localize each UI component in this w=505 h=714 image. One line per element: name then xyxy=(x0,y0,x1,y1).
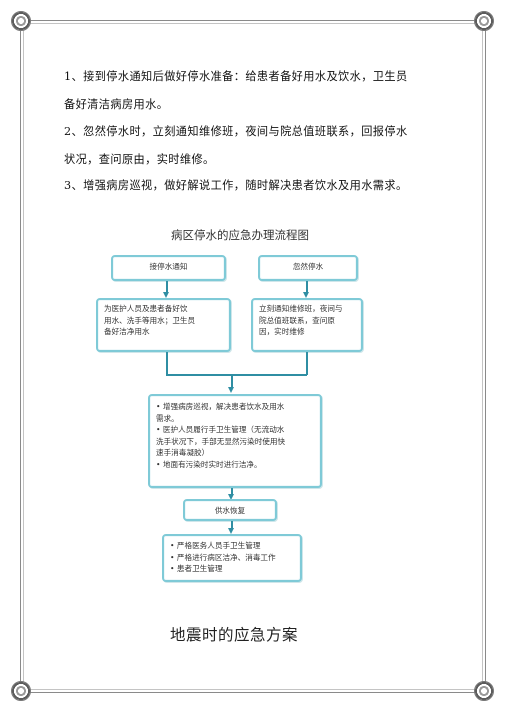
flow-box-prepare: 为医护人员及患者备好饮 用水、洗手等用水；卫生员 备好洁净用水 xyxy=(96,298,231,352)
flow-box-repair: 立刻通知维修班，夜间与 院总值班联系，查问原 因，实时维修 xyxy=(251,298,363,352)
body-line-1: 1、接到停水通知后做好停水准备：给患者备好用水及饮水，卫生员 xyxy=(64,70,408,83)
flow-box-notice: 接停水通知 xyxy=(111,255,226,281)
flow-text: 速手消毒凝胶） xyxy=(156,448,210,457)
connector-line xyxy=(231,375,233,388)
flow-text: 因，实时维修 xyxy=(259,327,305,336)
connector-line xyxy=(166,374,307,376)
flow-text: • 严格进行病区洁净、消毒工作 xyxy=(170,552,276,562)
corner-ornament-icon xyxy=(474,11,494,31)
arrow-down-icon xyxy=(228,494,234,500)
connector-line xyxy=(231,521,233,530)
flow-text: • 严格医务人员手卫生管理 xyxy=(170,541,261,550)
flow-box-sudden: 忽然停水 xyxy=(258,255,358,281)
connector-line xyxy=(306,281,308,293)
flow-text: 院总值班联系，查问原 xyxy=(259,315,335,325)
flow-text: 用水、洗手等用水；卫生员 xyxy=(104,315,196,325)
section-heading: 地震时的应急方案 xyxy=(170,626,299,644)
body-line-3: 2、忽然停水时，立刻通知维修班，夜间与院总值班联系，回报停水 xyxy=(64,125,408,138)
flow-box-after: • 严格医务人员手卫生管理 • 严格进行病区洁净、消毒工作 • 患者卫生管理 xyxy=(162,534,302,582)
flow-box-restore-label: 供水恢复 xyxy=(214,506,246,515)
flowchart-title: 病区停水的应急办理流程图 xyxy=(171,228,309,242)
connector-line xyxy=(166,352,168,375)
body-line-4: 状况，查问原由，实时维修。 xyxy=(64,153,215,166)
arrow-down-icon xyxy=(163,292,169,298)
body-line-2: 备好清洁病房用水。 xyxy=(64,98,169,111)
arrow-down-icon xyxy=(303,292,309,298)
flow-text: 备好洁净用水 xyxy=(104,327,150,336)
flow-text: 需求。 xyxy=(156,413,179,423)
flow-text: 立刻通知维修班，夜间与 xyxy=(259,304,343,313)
flow-box-restore: 供水恢复 xyxy=(183,499,277,521)
flow-text: • 患者卫生管理 xyxy=(170,564,223,573)
arrow-down-icon xyxy=(228,387,234,393)
connector-line xyxy=(166,281,168,293)
corner-ornament-icon xyxy=(474,681,494,701)
flow-text: • 医护人员履行手卫生管理（无流动水 xyxy=(156,425,285,434)
body-line-5: 3、增强病房巡视，做好解说工作，随时解决患者饮水及用水需求。 xyxy=(64,179,408,192)
flow-box-sudden-label: 忽然停水 xyxy=(292,262,324,271)
flow-text: 为医护人员及患者备好饮 xyxy=(104,304,188,313)
flow-text: • 增强病房巡视，解决患者饮水及用水 xyxy=(156,402,285,411)
corner-ornament-icon xyxy=(11,11,31,31)
flow-box-notice-label: 接停水通知 xyxy=(149,262,188,271)
connector-line xyxy=(231,488,233,496)
page-frame-inner xyxy=(23,23,483,690)
arrow-down-icon xyxy=(228,528,234,534)
flow-text: 洗手状况下，手部无显然污染时使用快 xyxy=(156,436,286,446)
connector-line xyxy=(306,352,308,375)
page-frame-outer xyxy=(20,20,486,693)
corner-ornament-icon xyxy=(11,681,31,701)
flow-box-measures: • 增强病房巡视，解决患者饮水及用水 需求。 • 医护人员履行手卫生管理（无流动… xyxy=(148,394,322,488)
flow-text: • 地面有污染时实时进行洁净。 xyxy=(156,459,262,469)
